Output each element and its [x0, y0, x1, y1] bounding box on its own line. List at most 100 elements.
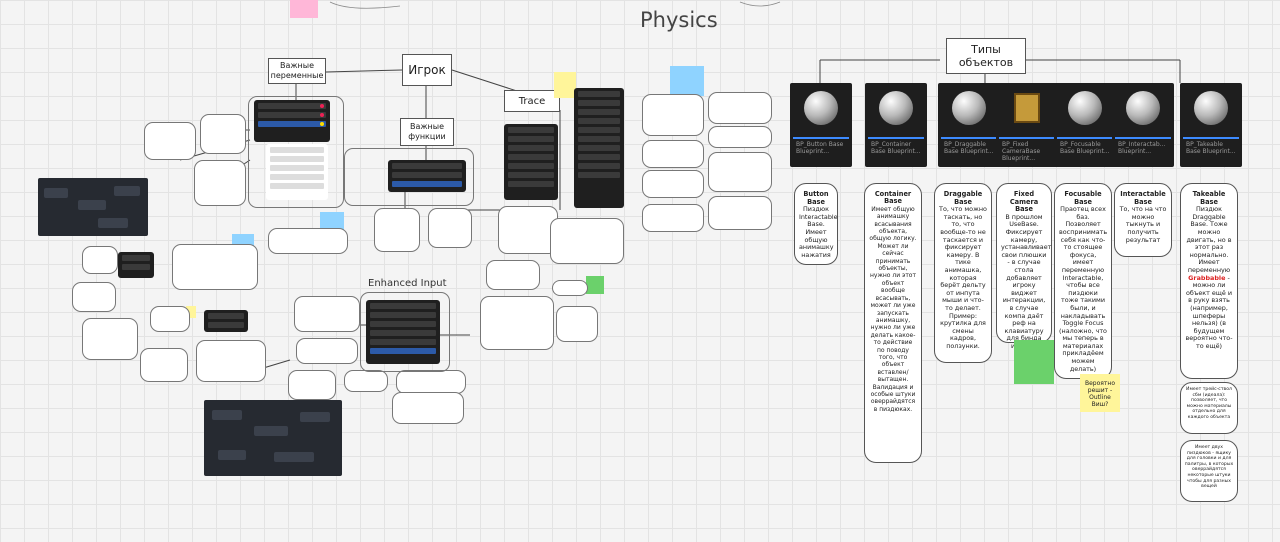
- small-panel-left: [118, 252, 154, 278]
- card-label: BP_Interactab... Blueprint...: [1118, 141, 1166, 155]
- card-label: BP_Takeable Base Blueprint...: [1186, 141, 1236, 155]
- chest-thumbnail: [1014, 93, 1040, 123]
- grabbable-highlight: Grabbable: [1188, 273, 1226, 282]
- note-mid-c: [196, 340, 266, 382]
- note-input-f: [392, 392, 464, 424]
- enhanced-input-label: Enhanced Input: [368, 278, 447, 289]
- sphere-thumbnail: [879, 91, 913, 125]
- desc-text-after: - можно ли объект ещё и в руку взять (на…: [1185, 273, 1233, 350]
- note-trace-b: [550, 218, 624, 264]
- sticky-pink-top: [290, 0, 318, 18]
- note-trace-e: [552, 280, 588, 296]
- desc-title: Button Base: [803, 190, 829, 206]
- card-takeable-base[interactable]: BP_Takeable Base Blueprint...: [1180, 83, 1242, 167]
- desc-container-base: Container Base Имеет общую анимашку всас…: [864, 183, 922, 463]
- important-funcs-node[interactable]: Важные функции: [400, 118, 454, 146]
- desc-title: Interactable Base: [1120, 190, 1166, 206]
- card-fixed-camera-base[interactable]: BP_Fixed CameraBase Blueprint...: [996, 83, 1058, 167]
- desc-interactable-base: Interactable Base То, что на что можно т…: [1114, 183, 1172, 257]
- note-trace-g: [642, 94, 704, 136]
- note-left-d: [140, 348, 188, 382]
- blueprint-graph-bottom: [204, 400, 342, 476]
- outline-question: Вероятно решит - Outline Виш?: [1085, 380, 1115, 408]
- sticky-green-small: [586, 276, 604, 294]
- note-input-d: [344, 370, 388, 392]
- desc-button-base: Button Base Пиздюк Interactable Base. Им…: [794, 183, 838, 265]
- note-trace-f: [556, 306, 598, 342]
- note-left-e: [150, 306, 190, 332]
- sticky-yellow-trace: [554, 72, 576, 98]
- sticky-blue-trace: [670, 66, 704, 96]
- desc-text-before: Пиздюк Draggable Base. Тоже можно двигат…: [1186, 205, 1232, 274]
- note-trace-k: [708, 92, 772, 124]
- card-button-base[interactable]: BP_Button Base Blueprint...: [790, 83, 852, 167]
- sphere-thumbnail: [1126, 91, 1160, 125]
- note-trace-l: [708, 126, 772, 148]
- note-vars-a: [144, 122, 196, 160]
- sticky-blue-left: [320, 212, 344, 232]
- trace-node[interactable]: Trace: [504, 90, 560, 112]
- note-mid-b: [172, 244, 258, 290]
- note-text: Имеет трейс-ствол сбм (идеала): позволяе…: [1186, 387, 1232, 420]
- note-trace-n: [708, 196, 772, 230]
- note-funcs-b: [428, 208, 472, 248]
- desc-title: Fixed Camera Base: [1009, 190, 1039, 214]
- note-left-b: [72, 282, 116, 312]
- funcs-panel: [388, 160, 466, 192]
- note-vars-b: [200, 114, 246, 154]
- card-label: BP_Focusable Base Blueprint...: [1060, 141, 1110, 155]
- note-mid-a: [268, 228, 348, 254]
- sphere-thumbnail: [952, 91, 986, 125]
- card-interactable-base[interactable]: BP_Interactab... Blueprint...: [1112, 83, 1174, 167]
- desc-text: То, что на что можно тыкнуть и получить …: [1119, 205, 1167, 244]
- desc-title: Takeable Base: [1192, 190, 1226, 206]
- note-trace-d: [480, 296, 554, 350]
- desc-text: Пиздюк Interactable Base. Имеет общую ан…: [799, 205, 838, 259]
- card-focusable-base[interactable]: BP_Focusable Base Blueprint...: [1054, 83, 1116, 167]
- note-left-c: [82, 318, 138, 360]
- note-trace-j: [642, 204, 704, 232]
- player-node[interactable]: Игрок: [402, 54, 452, 86]
- takeable-note-2: Имеет двух пиздюков - ящику для головки …: [1180, 440, 1238, 502]
- sticky-yellow-small: [186, 306, 196, 318]
- desc-text: В прошлом UseBase. Фиксирует камеру, уст…: [1001, 212, 1052, 350]
- desc-focusable-base: Focusable Base Праотец всех баз. Позволя…: [1054, 183, 1112, 379]
- desc-title: Container Base: [874, 190, 912, 206]
- note-input-b: [296, 338, 358, 364]
- board-title: Physics: [640, 8, 718, 32]
- card-container-base[interactable]: BP_Container Base Blueprint...: [865, 83, 927, 167]
- sphere-thumbnail: [804, 91, 838, 125]
- note-input-c: [288, 370, 336, 400]
- desc-fixed-camera-base: Fixed Camera Base В прошлом UseBase. Фик…: [996, 183, 1052, 350]
- note-trace-c: [486, 260, 540, 290]
- desc-takeable-base: Takeable Base Пиздюк Draggable Base. Тож…: [1180, 183, 1238, 379]
- sticky-green-camera: [1014, 340, 1054, 384]
- object-types-node[interactable]: Типы объектов: [946, 38, 1026, 74]
- note-vars-c: [194, 160, 246, 206]
- note-trace-h: [642, 140, 704, 168]
- trace-panel-1: [504, 124, 558, 200]
- note-input-e: [396, 370, 466, 394]
- desc-text: Имеет общую анимашку всасывания объекта,…: [869, 205, 917, 413]
- input-panel: [366, 300, 440, 364]
- sphere-thumbnail: [1068, 91, 1102, 125]
- note-left-a: [82, 246, 118, 274]
- card-draggable-base[interactable]: BP_Draggable Base Blueprint...: [938, 83, 1000, 167]
- trace-panel-2: [574, 88, 624, 208]
- note-vars-main: [248, 96, 344, 208]
- sticky-yellow-outline: Вероятно решит - Outline Виш?: [1080, 374, 1120, 412]
- sphere-thumbnail: [1194, 91, 1228, 125]
- vars-panel: [254, 100, 330, 142]
- card-label: BP_Button Base Blueprint...: [796, 141, 844, 155]
- note-text: Имеет двух пиздюков - ящику для головки …: [1184, 445, 1234, 490]
- note-trace-i: [642, 170, 704, 198]
- card-label: BP_Draggable Base Blueprint...: [944, 141, 994, 155]
- desc-draggable-base: Draggable Base То, что можно таскать, но…: [934, 183, 992, 363]
- takeable-note-1: Имеет трейс-ствол сбм (идеала): позволяе…: [1180, 382, 1238, 434]
- note-input-a: [294, 296, 360, 332]
- note-trace-m: [708, 152, 772, 192]
- blueprint-graph-left: [38, 178, 148, 236]
- important-vars-node[interactable]: Важные переменные: [268, 58, 326, 84]
- note-funcs-main: [344, 148, 474, 206]
- note-funcs-a: [374, 208, 420, 252]
